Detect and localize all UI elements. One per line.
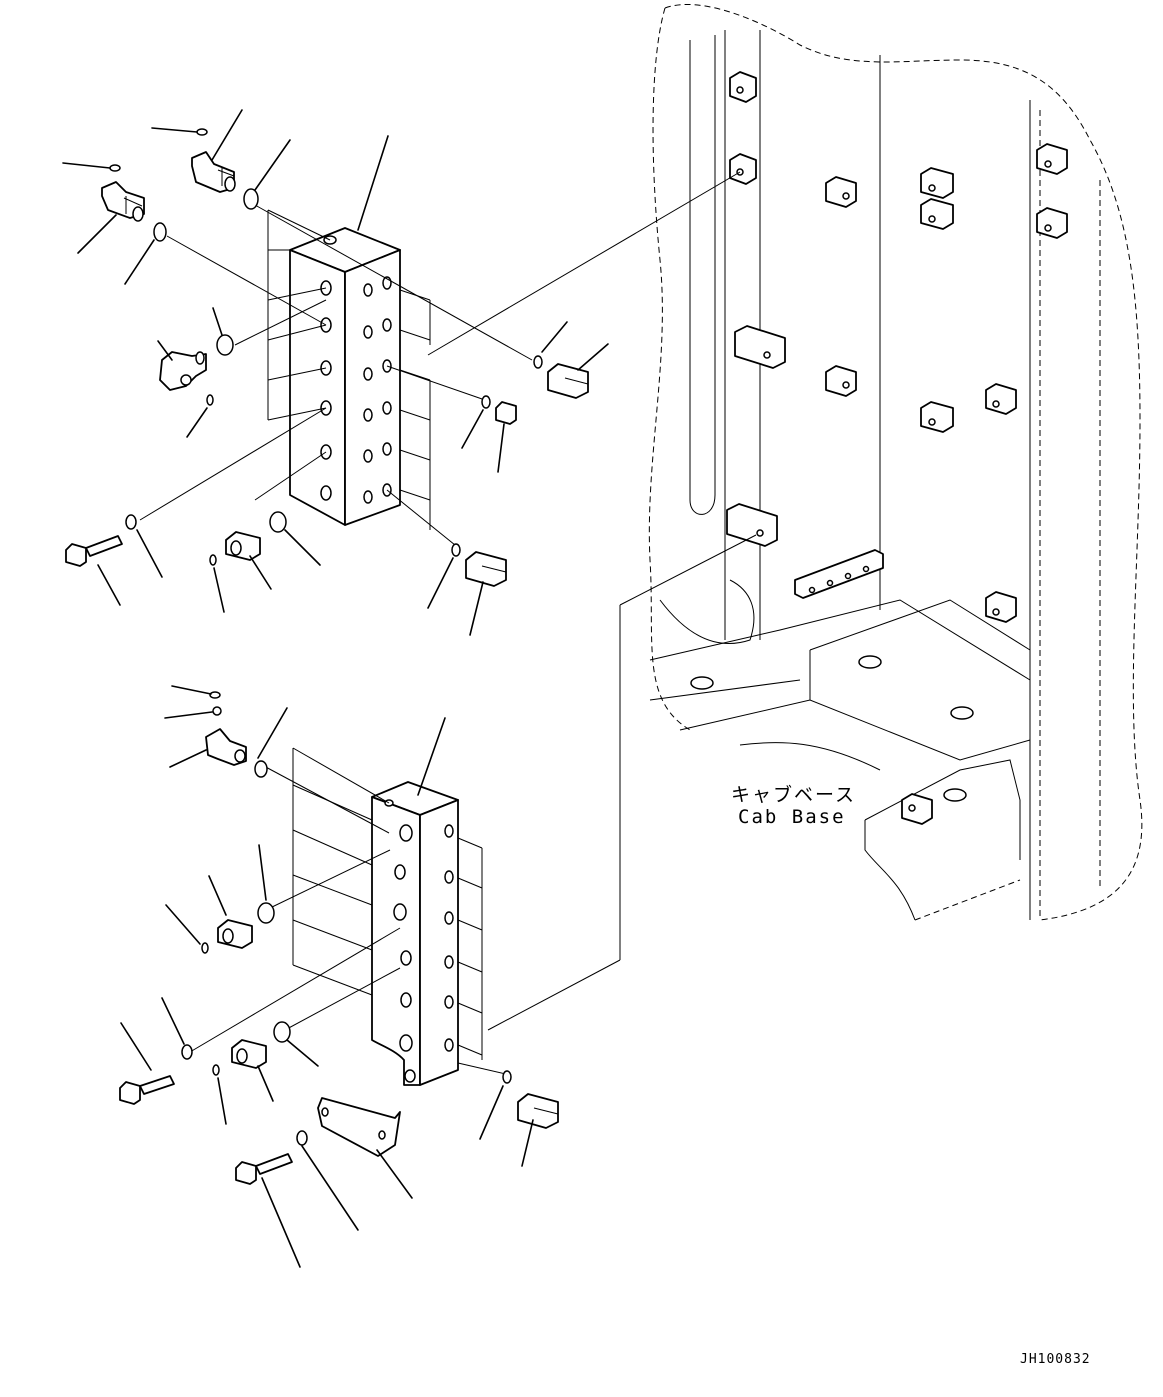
cab-base-label-japanese: キャブベース: [731, 784, 857, 806]
upper-assembly-guide-lines: [139, 171, 741, 546]
cab-base-frame: [648, 4, 1143, 921]
upper-manifold-block: [289, 227, 401, 526]
upper-fittings: [65, 128, 589, 587]
drawing-number: JH100832: [1020, 1352, 1091, 1367]
upper-leader-lines: [62, 109, 609, 636]
lower-fittings: [119, 691, 559, 1185]
frame-bosses: [726, 71, 1068, 825]
lower-leader-lines: [120, 685, 534, 1268]
lower-assembly-guide-lines: [189, 534, 757, 1076]
lower-manifold-block: [371, 781, 459, 1086]
cab-base-label-english: Cab Base: [738, 806, 846, 828]
